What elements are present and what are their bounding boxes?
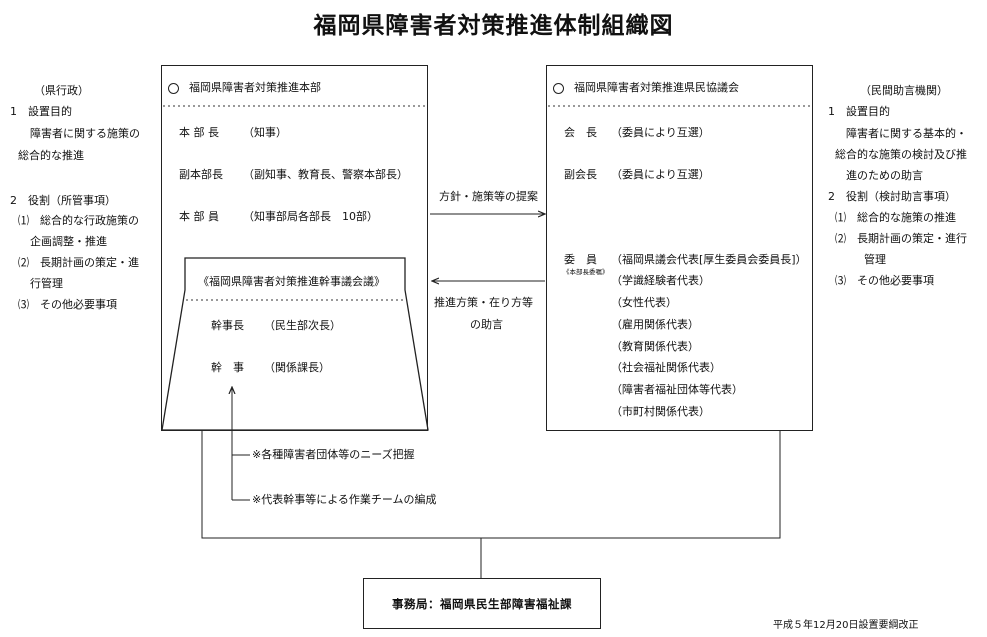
left-item: ⑵ 長期計画の策定・進 [18, 256, 139, 269]
footer-note: 平成５年12月20日設置要綱改正 [773, 620, 919, 631]
council-member-item: （市町村関係代表） [611, 405, 710, 418]
staff-member: （関係課長） [264, 361, 330, 374]
council-member-item: （雇用関係代表） [611, 318, 699, 331]
council-member-item: （社会福祉関係代表） [611, 361, 721, 374]
right-category: （民間助言機関） [860, 84, 948, 97]
headquarters-title: 福岡県障害者対策推進本部 [189, 81, 321, 94]
arrow-label-to-council: 方針・施策等の提案 [439, 190, 538, 203]
council-role: 会 長 [564, 126, 597, 139]
council-member: （委員により互選） [611, 168, 710, 181]
hq-member: （知事部局各部長 10部） [243, 210, 378, 223]
right-item: ⑶ その他必要事項 [835, 274, 934, 287]
staff-meeting-outline [161, 257, 429, 431]
note-item: ※各種障害者団体等のニーズ把握 [252, 448, 415, 461]
hq-member: （知事） [243, 126, 287, 139]
council-members-label: 委 員 [564, 253, 597, 266]
secretariat-connector [201, 430, 781, 539]
note-item: ※代表幹事等による作業チームの編成 [252, 493, 437, 506]
staff-member: （民生部次長） [264, 319, 341, 332]
council-member-item: （教育関係代表） [611, 340, 699, 353]
right-item: 1 設置目的 [828, 105, 890, 118]
right-item: 障害者に関する基本的・ [846, 127, 967, 140]
council-box [546, 65, 813, 431]
staff-role: 幹事長 [211, 319, 244, 332]
right-item: 総合的な施策の検討及び推 [835, 148, 967, 161]
council-member-item: （学識経験者代表） [611, 274, 710, 287]
council-member: （委員により互選） [611, 126, 710, 139]
left-item: 1 設置目的 [10, 105, 72, 118]
headquarters-title-row: 福岡県障害者対策推進本部 [168, 79, 321, 95]
right-item: ⑵ 長期計画の策定・進行 [835, 232, 967, 245]
hq-role: 副本部長 [179, 168, 223, 181]
council-members-sublabel: 《本部長委嘱》 [563, 268, 609, 276]
right-item: 進のための助言 [846, 169, 923, 182]
left-item: 2 役割（所管事項） [10, 194, 116, 207]
right-item: ⑴ 総合的な施策の推進 [835, 211, 956, 224]
arrow-label-to-hq: の助言 [470, 318, 503, 331]
circle-icon [168, 82, 179, 94]
left-item: 障害者に関する施策の [30, 127, 140, 140]
right-item: 2 役割（検討助言事項） [828, 190, 956, 203]
secretariat-label: 事務局：福岡県民生部障害福祉課 [392, 597, 572, 611]
headquarters-box [161, 65, 428, 431]
hq-role: 本 部 員 [179, 210, 219, 223]
staff-role: 幹 事 [211, 361, 244, 374]
staff-meeting-title: 《福岡県障害者対策推進幹事議会議》 [198, 275, 385, 288]
circle-icon [553, 82, 564, 94]
council-title-row: 福岡県障害者対策推進県民協議会 [553, 79, 739, 95]
council-member-item: （障害者福祉団体等代表） [611, 383, 743, 396]
council-member-item: （女性代表） [611, 296, 677, 309]
diagram-title: 福岡県障害者対策推進体制組織図 [313, 13, 674, 39]
left-item: ⑶ その他必要事項 [18, 298, 117, 311]
arrow-label-to-hq: 推進方策・在り方等 [434, 296, 533, 309]
hq-role: 本 部 長 [179, 126, 219, 139]
left-item: 企画調整・推進 [30, 235, 107, 248]
left-item: 行管理 [30, 277, 63, 290]
left-item: ⑴ 総合的な行政施策の [18, 214, 139, 227]
left-item: 総合的な推進 [18, 149, 84, 162]
council-title: 福岡県障害者対策推進県民協議会 [574, 81, 739, 94]
right-item: 管理 [864, 253, 886, 266]
left-category: （県行政） [34, 84, 89, 97]
council-role: 副会長 [564, 168, 597, 181]
secretariat-box [363, 578, 601, 629]
council-member-item: （福岡県議会代表[厚生委員会委員長]） [611, 253, 807, 266]
hq-member: （副知事、教育長、警察本部長） [243, 168, 408, 181]
